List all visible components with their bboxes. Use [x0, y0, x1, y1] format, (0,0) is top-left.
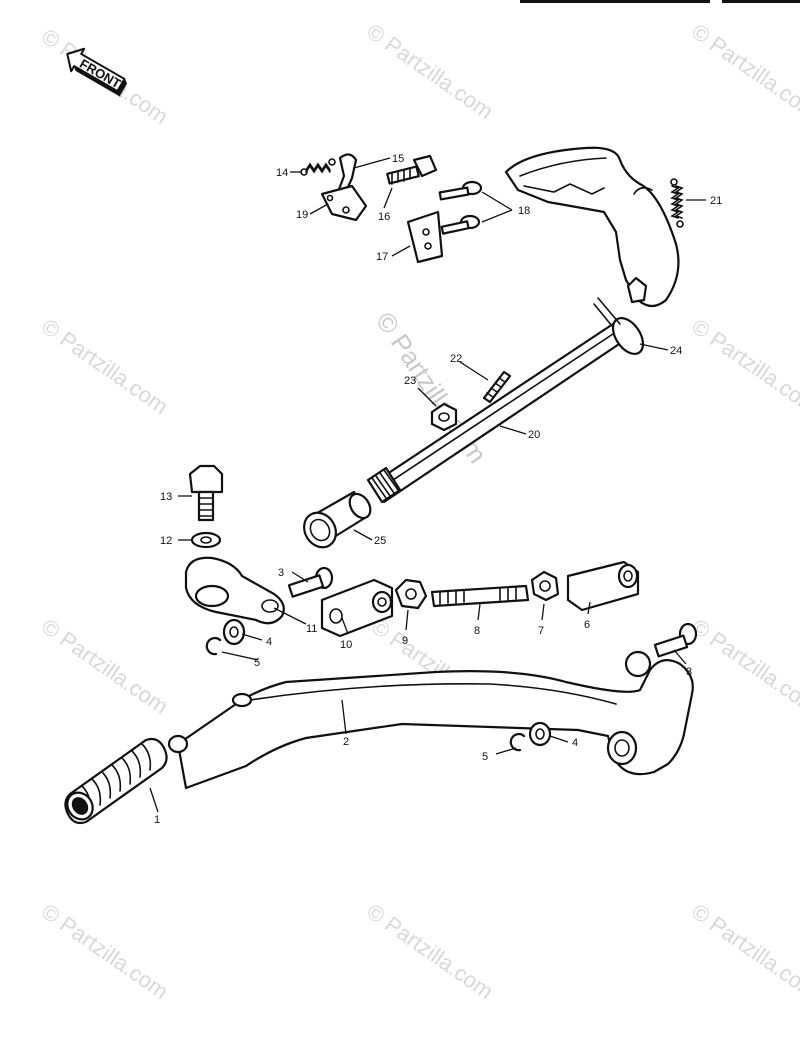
- part-9-nut: [394, 578, 428, 610]
- callout-1: 1: [154, 814, 160, 826]
- callout-3: 3: [686, 666, 692, 678]
- callout-15: 15: [392, 153, 404, 165]
- callout-23: 23: [404, 375, 416, 387]
- callout-4: 4: [266, 636, 272, 648]
- part-4-washer-right: [528, 721, 552, 747]
- callout-18: 18: [518, 205, 530, 217]
- part-17-plate: [406, 210, 444, 264]
- callout-2: 2: [343, 736, 349, 748]
- part-13-bolt: [188, 464, 224, 522]
- callout-10: 10: [340, 639, 352, 651]
- part-1-pedal-rubber: [64, 737, 168, 825]
- watermark-text: © Partzilla.com: [362, 899, 498, 1005]
- watermark-text: © Partzilla.com: [37, 899, 173, 1005]
- callout-labels: 1 2 3 3 4 4 5 5 6 7 8 9 10 11 12 13 14 1…: [154, 153, 722, 826]
- part-14-spring: [300, 158, 336, 176]
- part-3-bolt-lower: [653, 622, 698, 658]
- callout-9: 9: [402, 635, 408, 647]
- watermark-text: © Partzilla.com: [687, 314, 800, 420]
- top-edge-bar-right: [722, 0, 800, 3]
- callout-22: 22: [450, 353, 462, 365]
- callout-25: 25: [374, 535, 386, 547]
- part-22-pin: [482, 370, 512, 404]
- part-18-screw-upper: [438, 180, 483, 201]
- callout-11: 11: [306, 623, 317, 635]
- callout-21: 21: [710, 195, 722, 207]
- callout-6: 6: [584, 619, 590, 631]
- part-8-tie-rod: [430, 584, 530, 608]
- watermark-text: © Partzilla.com: [687, 899, 800, 1005]
- callout-7: 7: [538, 625, 544, 637]
- part-23-nut: [430, 402, 458, 432]
- watermark-text: © Partzilla.com: [37, 614, 173, 720]
- watermark-text: © Partzilla.com: [687, 19, 800, 125]
- part-7-nut: [530, 570, 560, 602]
- watermark-text: © Partzilla.com: [687, 614, 800, 720]
- part-19-lever-plate: [320, 184, 368, 222]
- part-11-shift-lever-arm: [184, 556, 285, 625]
- part-16-bolt: [386, 154, 438, 185]
- callout-8: 8: [474, 625, 480, 637]
- callout-17: 17: [376, 251, 388, 263]
- part-18-screw-lower: [440, 214, 481, 235]
- part-5-clip-right: [509, 733, 526, 752]
- part-21-spring: [670, 178, 684, 228]
- part-3-bolt-upper: [287, 566, 334, 598]
- part-shift-arm-bracket: [504, 146, 680, 308]
- callout-3: 3: [278, 567, 284, 579]
- part-20-shift-shaft: [366, 316, 636, 504]
- part-5-clip-left: [205, 637, 222, 656]
- part-6-clevis-right: [566, 560, 640, 612]
- callout-12: 12: [160, 535, 172, 547]
- watermark-text: © Partzilla.com: [37, 314, 173, 420]
- callout-4: 4: [572, 737, 578, 749]
- leader-lines: [149, 157, 706, 813]
- callout-19: 19: [296, 209, 308, 221]
- part-24-collar: [593, 297, 645, 355]
- callout-24: 24: [670, 345, 682, 357]
- front-arrow-icon: FRONT: [66, 47, 128, 97]
- callout-5: 5: [482, 751, 488, 763]
- part-25-bushing: [303, 490, 372, 549]
- part-12-washer: [190, 531, 222, 549]
- callout-13: 13: [160, 491, 172, 503]
- part-2-shift-pedal: [167, 650, 694, 790]
- top-edge-bar-left: [520, 0, 710, 3]
- callout-5: 5: [254, 657, 260, 669]
- callout-16: 16: [378, 211, 390, 223]
- callout-14: 14: [276, 167, 288, 179]
- part-4-washer-left: [222, 618, 246, 646]
- watermark-text: © Partzilla.com: [362, 19, 498, 125]
- part-10-clevis: [320, 578, 394, 638]
- callout-20: 20: [528, 429, 540, 441]
